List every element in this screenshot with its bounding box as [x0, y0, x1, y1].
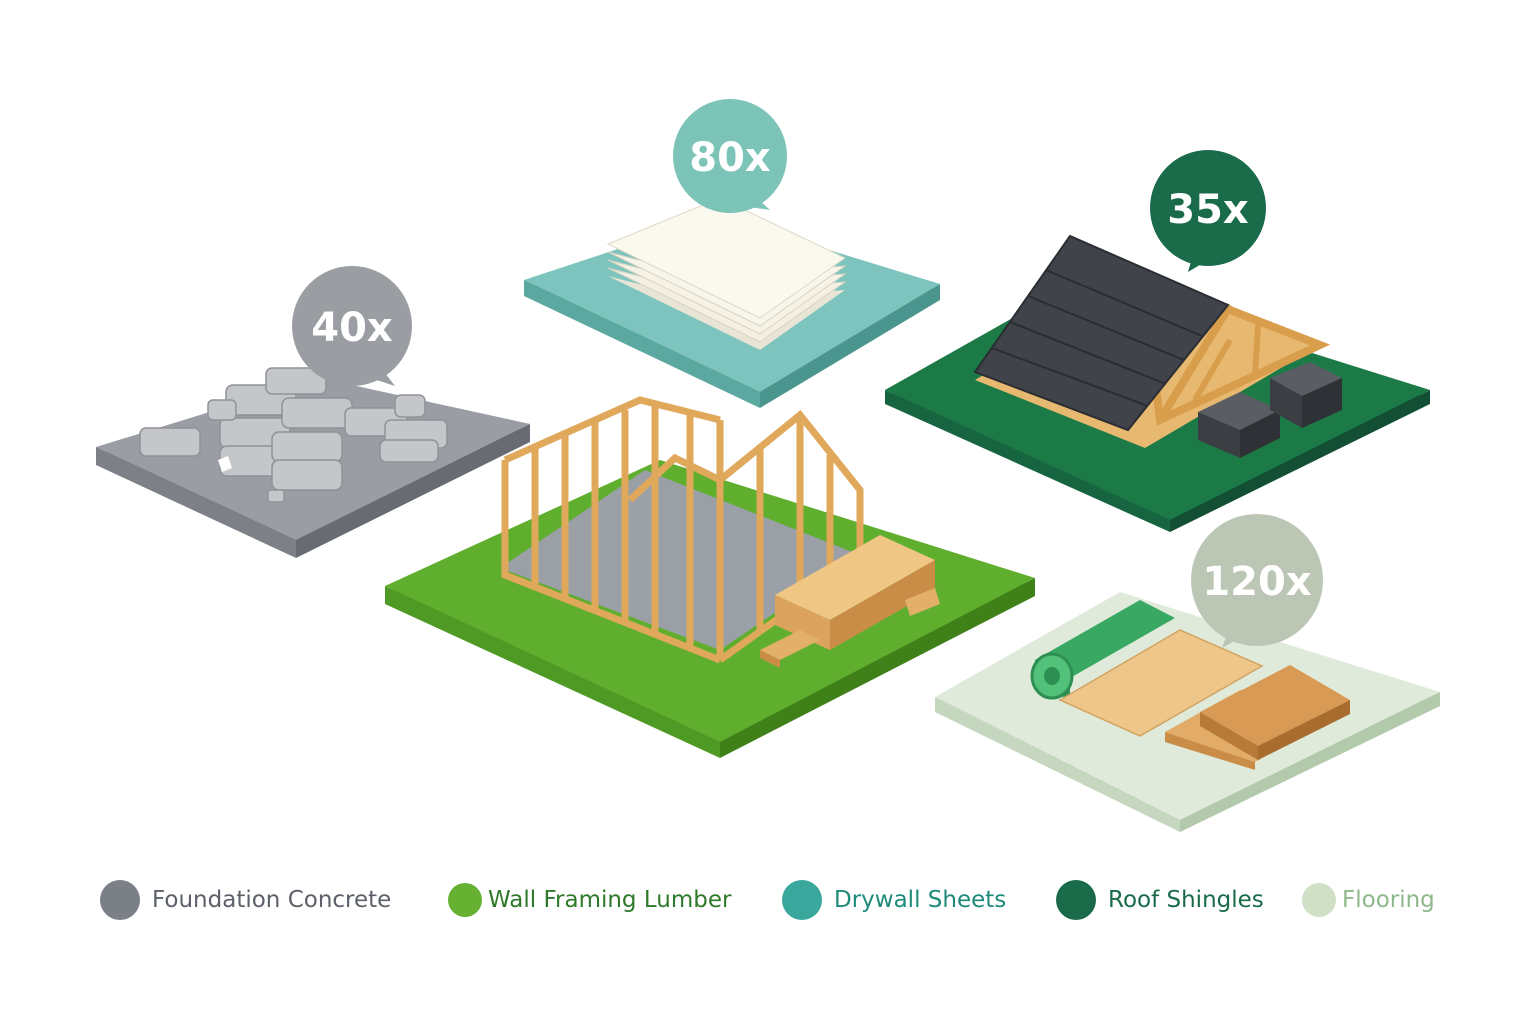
- wall-frame-icon: [500, 396, 864, 664]
- legend-label-drywall: Drywall Sheets: [834, 887, 1007, 913]
- legend-label-flooring: Flooring: [1342, 887, 1435, 913]
- flooring-quantity: 120x: [1202, 559, 1311, 605]
- drywall-badge: 80x: [673, 99, 787, 213]
- drywall-sheets-icon: [606, 197, 847, 350]
- flooring-tile: [935, 592, 1440, 832]
- legend-item-drywall: Drywall Sheets: [782, 880, 1006, 920]
- legend: Foundation Concrete Wall Framing Lumber …: [0, 870, 1536, 930]
- legend-item-flooring: Flooring: [1302, 880, 1435, 920]
- flooring-badge: 120x: [1191, 514, 1323, 648]
- legend-swatch-drywall: [782, 880, 822, 920]
- drywall-quantity: 80x: [689, 135, 771, 181]
- legend-item-roofing: Roof Shingles: [1056, 880, 1264, 920]
- shingle-bundles-icon: [1198, 362, 1342, 458]
- legend-label-roofing: Roof Shingles: [1108, 887, 1264, 913]
- legend-item-framing: Wall Framing Lumber: [448, 880, 731, 920]
- wood-planks-icon: [1058, 629, 1350, 770]
- legend-item-foundation: Foundation Concrete: [100, 880, 391, 920]
- roofing-quantity: 35x: [1167, 187, 1249, 233]
- foundation-quantity: 40x: [311, 305, 393, 351]
- legend-swatch-flooring: [1302, 883, 1336, 917]
- legend-label-framing: Wall Framing Lumber: [488, 887, 732, 913]
- legend-swatch-foundation: [100, 880, 140, 920]
- roofing-badge: 35x: [1150, 150, 1266, 272]
- legend-label-foundation: Foundation Concrete: [152, 887, 392, 913]
- cement-bags-icon: [139, 367, 448, 503]
- legend-swatch-framing: [448, 883, 482, 917]
- flooring-roll-icon: [1030, 600, 1175, 700]
- lumber-stack-icon: [760, 535, 940, 668]
- roof-shingles-icon: [973, 234, 1230, 432]
- foundation-badge: 40x: [292, 266, 412, 386]
- legend-swatch-roofing: [1056, 880, 1096, 920]
